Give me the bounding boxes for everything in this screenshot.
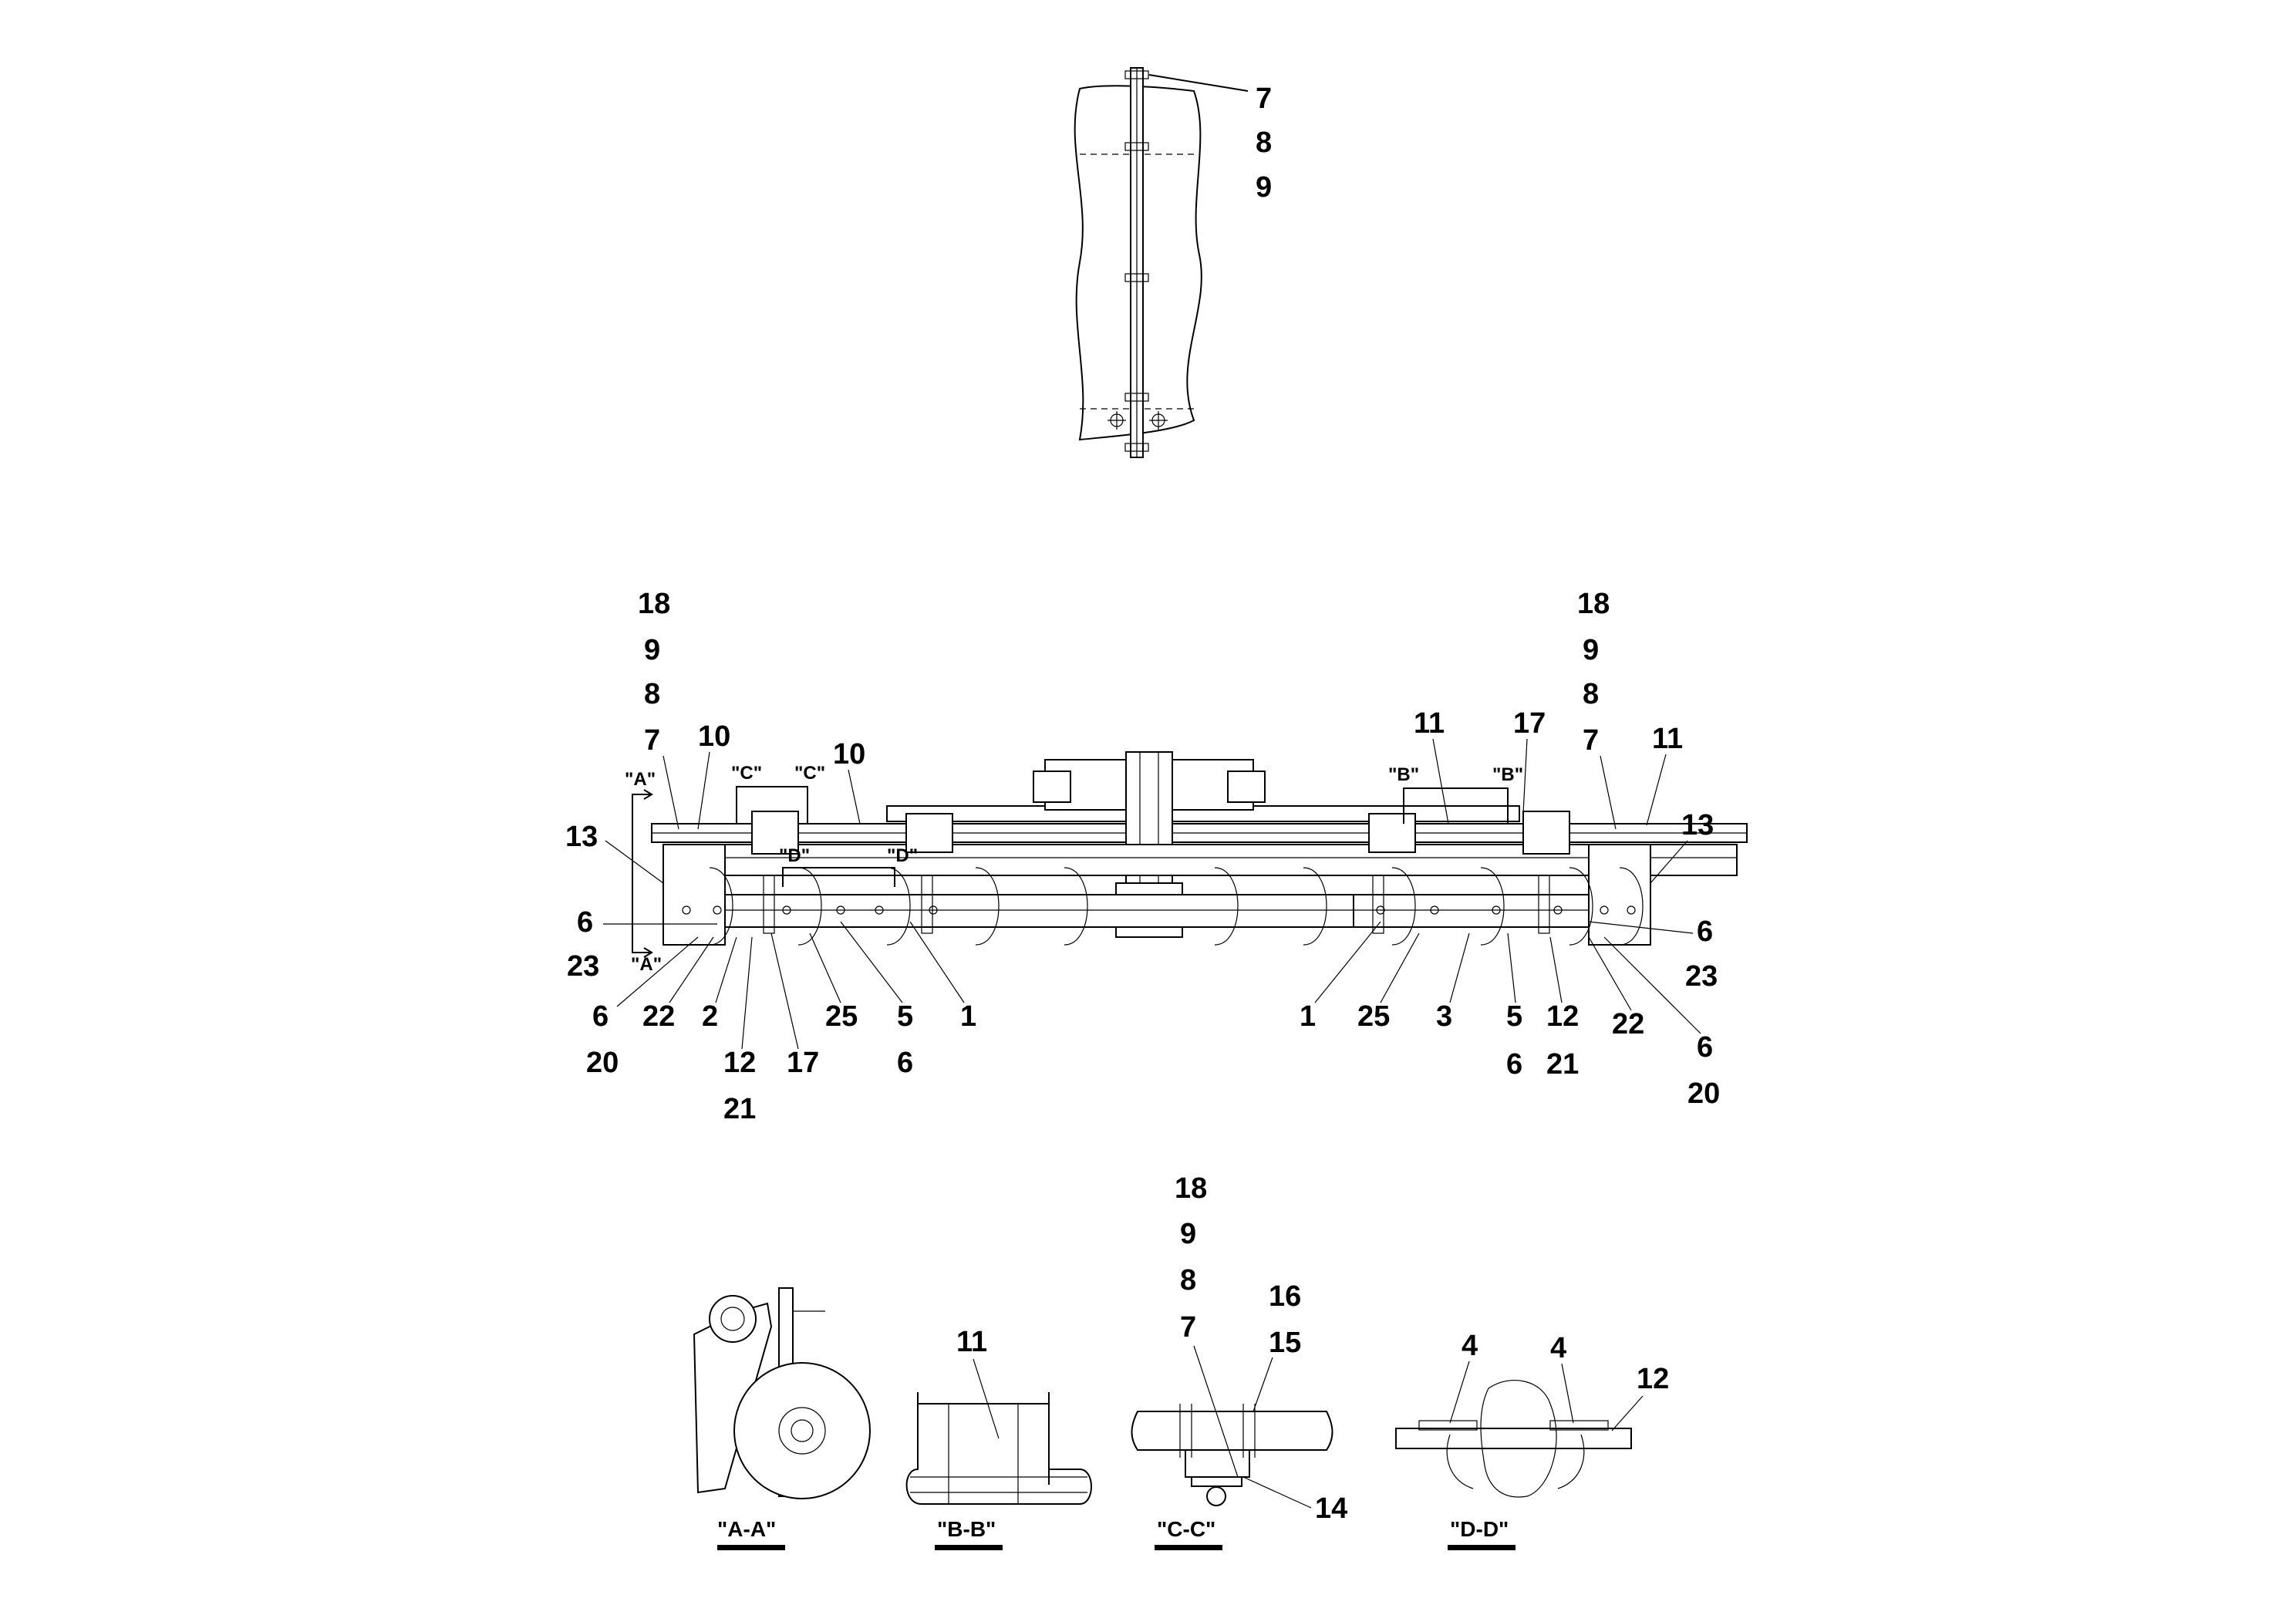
section-mark-b-left: "B" — [1388, 764, 1419, 785]
callout: 7 — [1180, 1311, 1196, 1344]
section-title-cc: "C-C" — [1157, 1517, 1215, 1541]
callout: 8 — [1256, 126, 1272, 159]
section-mark-d-left: "D" — [779, 845, 810, 866]
callout: 11 — [956, 1326, 987, 1358]
callout: 17 — [787, 1047, 819, 1079]
section-mark-b-right: "B" — [1492, 764, 1523, 785]
callout: 2 — [702, 1000, 718, 1033]
section-cc: 18 9 8 7 16 15 14 "C-C" — [1131, 1172, 1347, 1550]
callout: 7 — [1256, 83, 1272, 115]
section-aa: "A-A" — [693, 1287, 871, 1550]
section-mark-d-right: "D" — [887, 845, 918, 866]
callout: 13 — [565, 821, 598, 853]
callout: 22 — [642, 1000, 675, 1033]
section-title-dd: "D-D" — [1450, 1517, 1509, 1541]
callout: 18 — [1577, 588, 1610, 620]
callout: 12 — [1637, 1363, 1669, 1395]
callout: 10 — [833, 738, 865, 771]
top-view-frame-tube — [1074, 67, 1249, 458]
section-mark-c-left: "C" — [731, 763, 762, 784]
section-dd: 4 4 12 "D-D" — [1395, 1330, 1669, 1550]
callout: 7 — [1583, 724, 1599, 757]
callout: 11 — [1414, 707, 1445, 740]
top-view-callouts: 7 8 9 — [1256, 83, 1272, 204]
callout: 9 — [1583, 634, 1599, 666]
callout: 21 — [723, 1093, 756, 1125]
callout: 6 — [577, 906, 593, 939]
callout: 6 — [592, 1000, 609, 1033]
callout: 6 — [1697, 916, 1713, 948]
callout: 3 — [1436, 1000, 1452, 1033]
callout: 9 — [1256, 171, 1272, 204]
callout: 8 — [1583, 678, 1599, 710]
callout: 21 — [1546, 1048, 1579, 1081]
callout: 16 — [1269, 1280, 1301, 1313]
callout: 6 — [1506, 1048, 1522, 1081]
callout: 4 — [1462, 1330, 1478, 1362]
callout: 11 — [1652, 723, 1683, 755]
callout: 13 — [1681, 809, 1714, 841]
main-left-callouts: 18 9 8 7 10 10 13 6 23 6 20 22 2 12 21 1… — [565, 588, 976, 1125]
section-mark-c-right: "C" — [794, 763, 825, 784]
callout: 10 — [698, 720, 730, 753]
callout: 25 — [1357, 1000, 1390, 1033]
callout: 14 — [1315, 1492, 1347, 1525]
main-view-assembly — [651, 751, 1748, 946]
callout: 18 — [1175, 1172, 1207, 1205]
section-mark-a-bottom: "A" — [631, 954, 662, 975]
callout: 22 — [1612, 1008, 1644, 1040]
section-markers: "A" "A" "C" "C" "D" "D" "B" "B" — [625, 763, 1523, 975]
callout: 25 — [825, 1000, 858, 1033]
callout: 1 — [960, 1000, 976, 1033]
section-title-aa: "A-A" — [717, 1517, 776, 1541]
callout: 20 — [1687, 1077, 1720, 1110]
callout: 1 — [1300, 1000, 1316, 1033]
callout: 4 — [1550, 1332, 1566, 1364]
callout: 18 — [638, 588, 670, 620]
callout: 8 — [644, 678, 660, 710]
section-bb: 11 "B-B" — [905, 1326, 1092, 1550]
callout: 5 — [897, 1000, 913, 1033]
callout: 6 — [1697, 1031, 1713, 1064]
callout: 12 — [1546, 1000, 1579, 1033]
callout: 7 — [644, 724, 660, 757]
callout: 17 — [1513, 707, 1546, 740]
callout: 20 — [586, 1047, 619, 1079]
callout: 23 — [1685, 960, 1718, 993]
section-title-bb: "B-B" — [937, 1517, 996, 1541]
main-right-callouts: 18 9 8 7 11 17 11 13 6 23 6 20 22 12 21 … — [1300, 588, 1720, 1110]
callout: 12 — [723, 1047, 756, 1079]
callout: 8 — [1180, 1264, 1196, 1297]
section-mark-a-top: "A" — [625, 769, 656, 790]
callout: 15 — [1269, 1327, 1301, 1359]
callout: 9 — [1180, 1218, 1196, 1250]
callout: 5 — [1506, 1000, 1522, 1033]
callout: 9 — [644, 634, 660, 666]
callout: 6 — [897, 1047, 913, 1079]
callout: 23 — [567, 950, 599, 983]
